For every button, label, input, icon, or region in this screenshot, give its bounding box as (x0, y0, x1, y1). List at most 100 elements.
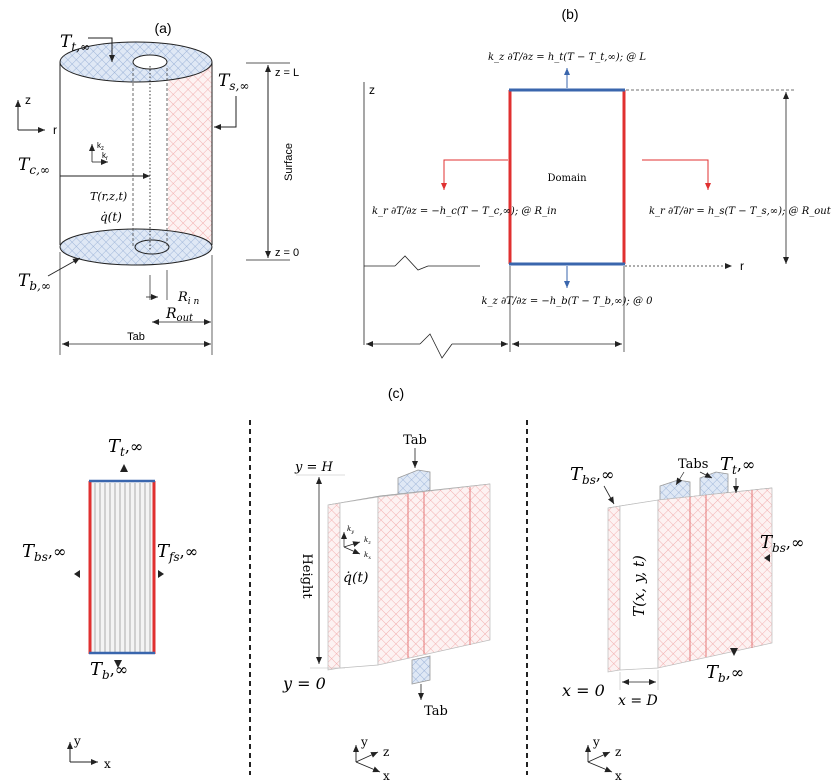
c-left-arrow-top (120, 464, 128, 472)
label-T-top-inf: Tt,∞ (60, 32, 90, 54)
panel-c-label: (c) (388, 385, 404, 401)
m-height-label: Height (299, 553, 314, 599)
r-T-bottom: Tb,∞ (706, 662, 744, 685)
pouch-side-face (377, 483, 491, 666)
arrow-T-side (214, 96, 237, 130)
c-left-axis-y-label: y (73, 734, 81, 748)
m-kz-label: kz (364, 536, 371, 546)
m-kx-arrow (343, 546, 361, 555)
panel-b-label: (b) (561, 6, 578, 22)
b-axis-break-2 (419, 333, 453, 359)
r-arrow-bottom (730, 648, 738, 656)
bottom-surface (59, 228, 213, 266)
pouch-back-face (327, 502, 341, 671)
m-axis-y-label: y (360, 735, 368, 749)
kr-label: kr (102, 151, 108, 162)
domain-box (510, 90, 624, 264)
bottom-inner-hole (134, 239, 170, 255)
rin-label: Ri n (177, 290, 200, 307)
svg-text:Tc,∞: Tc,∞ (18, 155, 50, 177)
m-y-bottom-label: y = 0 (282, 674, 326, 693)
label-T-bottom-inf: Tb,∞ (18, 271, 51, 293)
m-ky-label: ky (347, 525, 354, 535)
cross-section-body (90, 482, 154, 653)
svg-text:Tt,∞: Tt,∞ (60, 32, 90, 54)
panel-b: (b) z r Domain k_z ∂T/∂z = h_t(T − T_t,∞… (363, 6, 831, 359)
top-inner-hole (132, 54, 168, 70)
temp-field-label: T(r,z,t) (90, 190, 127, 203)
prism-tabs-label: Tabs (678, 457, 708, 472)
r-axis-x (587, 761, 613, 773)
rout-label: Rout (165, 306, 194, 324)
m-axis-z-label: z (383, 745, 389, 759)
b-axis-break-1 (394, 255, 429, 271)
c-right-prism: Tabs Tbs,∞ Tt,∞ Tbs,∞ T(x, y, t) (562, 454, 804, 783)
r-T-bs-right: Tbs,∞ (760, 532, 804, 555)
svg-text:Tb,∞: Tb,∞ (18, 271, 51, 293)
tab-bottom-box (411, 655, 431, 685)
r-axis-x-label: x (615, 769, 622, 783)
r-arrow-bs-right (764, 554, 770, 562)
m-axis-x (355, 761, 381, 773)
r-axis-y-label: y (592, 735, 600, 749)
tab-bottom-label: Tab (424, 704, 448, 719)
tab-top-label: Tab (403, 433, 427, 448)
domain-label: Domain (547, 173, 587, 184)
prism-tabs-arrow-2 (699, 471, 713, 479)
r-T-bs-top: Tbs,∞ (570, 464, 614, 487)
prism-tabs-arrow-1 (675, 471, 685, 486)
arrow-T-bottom (47, 257, 81, 277)
bc-top-label: k_z ∂T/∂z = h_t(T − T_t,∞); @ L (488, 52, 646, 63)
r-T-top: Tt,∞ (720, 454, 755, 477)
panel-a-label: (a) (154, 20, 171, 36)
c-left-arrow-left (74, 570, 80, 578)
c-left-section: Tt,∞ Tbs,∞ Tfs,∞ Tb,∞ y x (22, 436, 198, 771)
r-temp-field: T(x, y, t) (630, 555, 648, 617)
r-x0-label: x = 0 (562, 681, 605, 700)
r-arrow-bs-top (603, 485, 615, 505)
r-xD-label: x = D (618, 693, 658, 709)
m-kz-arrow (343, 541, 361, 548)
z-bottom-label: z = 0 (275, 247, 299, 259)
bc-right-label: k_r ∂T/∂r = h_s(T − T_s,∞); @ R_out (649, 206, 831, 217)
bc-left-arrow (441, 159, 508, 190)
panel-c: (c) Tt,∞ Tbs,∞ Tfs,∞ Tb,∞ y x (22, 385, 804, 783)
c-left-T-bottom: Tb,∞ (90, 659, 128, 682)
side-surface-hatch (168, 62, 212, 248)
b-axis-r-label: r (740, 259, 744, 273)
m-axis-z (355, 751, 379, 763)
r-axis-z (587, 751, 611, 763)
panel-a: (a) Tt,∞ Ts,∞ Tc,∞ Tb,∞ (15, 20, 299, 355)
c-middle-pouch: Tab Tab y = H y = 0 Height (282, 433, 491, 783)
arrow-T-top (88, 37, 115, 62)
b-axis-z-label: z (369, 83, 375, 97)
kz-label: kz (97, 141, 104, 152)
tab-label: Tab (127, 331, 145, 343)
prism-back-face (607, 505, 621, 673)
prism-side-face (657, 487, 773, 669)
c-left-T-top: Tt,∞ (108, 436, 143, 459)
bc-bottom-label: k_z ∂T/∂z = −h_b(T − T_b,∞); @ 0 (482, 296, 654, 307)
c-left-axis-x-label: x (104, 757, 111, 771)
c-left-arrow-right (158, 570, 164, 578)
m-axis-x-label: x (383, 769, 390, 783)
cross-section-layers (94, 483, 151, 652)
svg-text:Ts,∞: Ts,∞ (218, 71, 249, 93)
m-heat-gen-label: q̇(t) (343, 570, 369, 586)
m-y-top-label: y = H (294, 460, 334, 475)
label-T-side-inf: Ts,∞ (218, 71, 249, 93)
heat-gen-label: q̇(t) (100, 210, 122, 224)
bc-right-arrow (642, 159, 711, 190)
label-T-core-inf: Tc,∞ (18, 155, 50, 177)
r-axis-z-label: z (615, 745, 621, 759)
c-left-T-bs: Tbs,∞ (22, 541, 66, 564)
m-kx-label: kx (364, 551, 371, 561)
z-top-label: z = L (275, 67, 299, 79)
bc-left-label: k_r ∂T/∂z = −h_c(T − T_c,∞); @ R_in (372, 206, 557, 217)
c-left-T-fs: Tfs,∞ (157, 541, 198, 564)
surface-label: Surface (283, 143, 295, 181)
c-left-arrow-bottom (114, 660, 122, 668)
axis-z-label: z (25, 93, 31, 107)
axis-r-label: r (53, 123, 57, 137)
